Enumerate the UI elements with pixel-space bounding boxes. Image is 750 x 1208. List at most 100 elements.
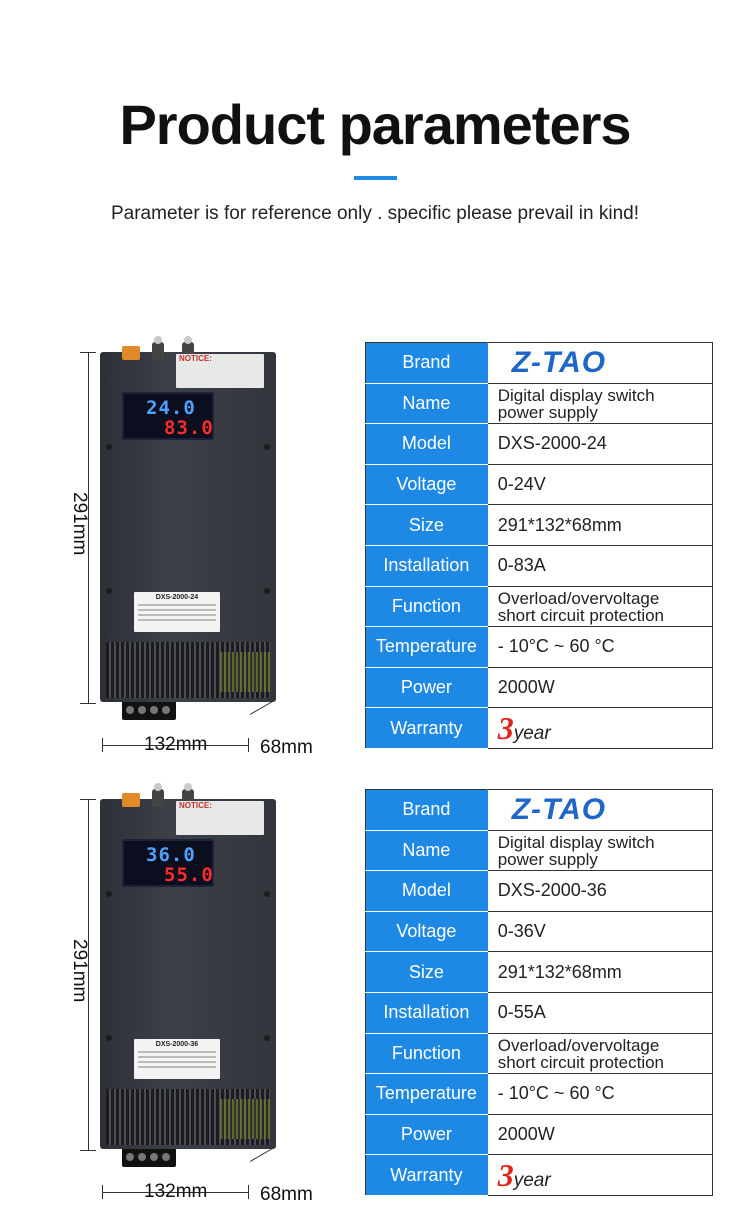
spec-key: Power — [365, 1113, 488, 1156]
spec-key: Brand — [365, 789, 488, 831]
title-underline — [354, 176, 397, 180]
spec-row-power: Power 2000W — [365, 666, 714, 709]
spec-key: Warranty — [365, 1154, 488, 1196]
spec-value-installation: 0-83A — [486, 544, 714, 587]
terminal-post — [152, 336, 164, 360]
spec-row-warranty: Warranty 3year — [365, 707, 714, 749]
dimension-tick — [248, 738, 249, 752]
dimension-tick — [80, 1150, 96, 1151]
spec-value-voltage: 0-24V — [486, 463, 714, 506]
screw — [106, 891, 112, 897]
spec-row-warranty: Warranty 3year — [365, 1154, 714, 1196]
page-subtitle: Parameter is for reference only . specif… — [110, 203, 640, 224]
spec-value-temperature: - 10°C ~ 60 °C — [486, 626, 714, 668]
spec-row-installation: Installation 0-55A — [365, 991, 714, 1034]
spec-key: Size — [365, 951, 488, 993]
spec-key: Size — [365, 504, 488, 546]
spec-row-size: Size 291*132*68mm — [365, 504, 714, 546]
width-dimension-label: 132mm — [144, 734, 208, 755]
spec-value-size: 291*132*68mm — [486, 504, 714, 546]
product-label: DXS-2000-36 — [134, 1039, 220, 1079]
spec-value-brand: Z-TAO — [486, 789, 714, 831]
page-title: Product parameters — [119, 93, 631, 156]
dimension-tick — [80, 703, 96, 704]
terminal-post — [152, 783, 164, 807]
vent-grille-detail — [220, 652, 270, 692]
current-readout: 55.0 — [164, 864, 214, 886]
output-terminals — [122, 702, 176, 720]
output-terminals — [122, 1149, 176, 1167]
current-readout: 83.0 — [164, 417, 214, 439]
height-dimension-line — [88, 799, 89, 1151]
power-supply-image: NOTICE: 24.0 83.0 DXS-2000-24 — [100, 336, 276, 720]
notice-sticker: NOTICE: — [176, 354, 264, 388]
spec-value-temperature: - 10°C ~ 60 °C — [486, 1073, 714, 1115]
width-dimension-line — [102, 745, 248, 746]
spec-row-temperature: Temperature - 10°C ~ 60 °C — [365, 626, 714, 668]
spec-key: Name — [365, 829, 488, 872]
product-label: DXS-2000-24 — [134, 592, 220, 632]
spec-row-voltage: Voltage 0-24V — [365, 463, 714, 506]
spec-key: Installation — [365, 544, 488, 587]
spec-value-model: DXS-2000-36 — [486, 870, 714, 912]
spec-row-brand: Brand Z-TAO — [365, 789, 714, 831]
spec-key: Warranty — [365, 707, 488, 749]
spec-key: Temperature — [365, 626, 488, 668]
depth-dimension-label: 68mm — [260, 737, 313, 758]
spec-key: Voltage — [365, 910, 488, 953]
notice-sticker: NOTICE: — [176, 801, 264, 835]
spec-key: Installation — [365, 991, 488, 1034]
spec-value-power: 2000W — [486, 1113, 714, 1156]
spec-row-installation: Installation 0-83A — [365, 544, 714, 587]
spec-value-voltage: 0-36V — [486, 910, 714, 953]
spec-key: Temperature — [365, 1073, 488, 1115]
spec-row-model: Model DXS-2000-24 — [365, 423, 714, 465]
spec-key: Function — [365, 1032, 488, 1075]
spec-row-brand: Brand Z-TAO — [365, 342, 714, 384]
voltage-readout: 36.0 — [146, 844, 196, 866]
power-supply-image: NOTICE: 36.0 55.0 DXS-2000-36 — [100, 783, 276, 1167]
screw — [106, 444, 112, 450]
screw — [264, 588, 270, 594]
spec-row-size: Size 291*132*68mm — [365, 951, 714, 993]
height-dimension-label: 291mm — [69, 939, 90, 1003]
spec-key: Name — [365, 382, 488, 425]
product-block-2: NOTICE: 36.0 55.0 DXS-2000-36 291mm 132m… — [0, 783, 750, 1208]
vent-grille-detail — [220, 1099, 270, 1139]
spec-row-power: Power 2000W — [365, 1113, 714, 1156]
terminal-block — [122, 346, 140, 360]
brand-logo: Z-TAO — [511, 345, 607, 379]
spec-key: Model — [365, 423, 488, 465]
spec-key: Function — [365, 585, 488, 628]
spec-value-model: DXS-2000-24 — [486, 423, 714, 465]
spec-value-warranty: 3year — [486, 1154, 714, 1196]
screw — [264, 891, 270, 897]
brand-logo: Z-TAO — [511, 792, 607, 826]
digital-display: 24.0 83.0 — [122, 392, 214, 440]
spec-key: Model — [365, 870, 488, 912]
spec-row-model: Model DXS-2000-36 — [365, 870, 714, 912]
voltage-readout: 24.0 — [146, 397, 196, 419]
spec-key: Brand — [365, 342, 488, 384]
spec-key: Power — [365, 666, 488, 709]
dimension-tick — [248, 1185, 249, 1199]
screw — [264, 1035, 270, 1041]
width-dimension-line — [102, 1192, 248, 1193]
spec-key: Voltage — [365, 463, 488, 506]
dimension-tick — [102, 738, 103, 752]
terminal-block — [122, 793, 140, 807]
screw — [106, 1035, 112, 1041]
spec-value-size: 291*132*68mm — [486, 951, 714, 993]
screw — [106, 588, 112, 594]
digital-display: 36.0 55.0 — [122, 839, 214, 887]
dimension-tick — [80, 799, 96, 800]
